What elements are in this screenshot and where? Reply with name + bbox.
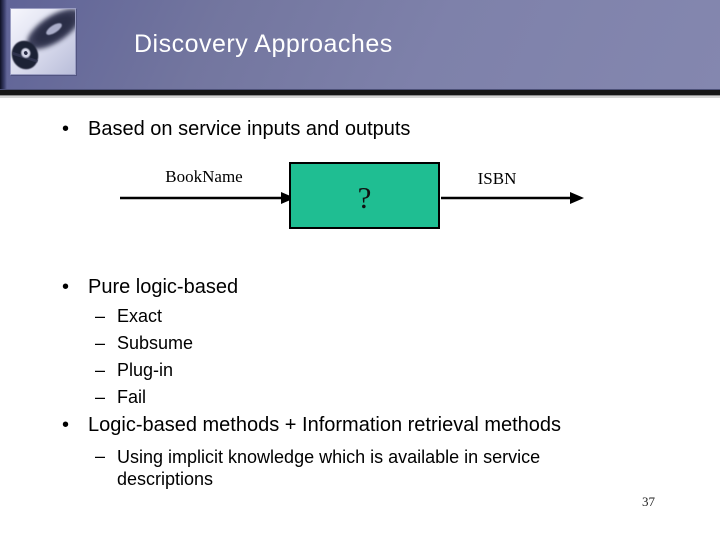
sub-bullet-plugin: – Plug-in <box>95 360 173 381</box>
bullet-item-logic-ir: • Logic-based methods + Information retr… <box>62 414 561 437</box>
dash-marker: – <box>95 446 106 466</box>
bullet-item-pure-logic: • Pure logic-based <box>62 276 238 299</box>
sub-bullet-fail: – Fail <box>95 387 146 408</box>
header-separator-highlight <box>0 96 720 98</box>
sub-bullet-text: Using implicit knowledge which is availa… <box>117 447 546 489</box>
dash-marker: – <box>95 360 106 380</box>
dash-marker: – <box>95 333 106 353</box>
bullet-marker: • <box>62 118 70 140</box>
diagram-arrows <box>120 192 584 204</box>
header-separator-line <box>0 89 720 90</box>
cd-discs-icon <box>11 9 75 70</box>
slide-header: Discovery Approaches <box>0 0 720 90</box>
bullet-marker: • <box>62 276 70 298</box>
diagram-input-label: BookName <box>165 167 243 186</box>
service-box-label: ? <box>357 179 372 215</box>
bullet-marker: • <box>62 414 70 436</box>
sub-bullet-text: Plug-in <box>117 360 174 380</box>
sub-bullet-text: Fail <box>117 387 147 407</box>
bullet-text: Based on service inputs and outputs <box>88 118 411 140</box>
header-left-edge <box>0 0 7 90</box>
input-arrow-icon <box>120 192 295 204</box>
header-separator-shadow <box>0 95 720 96</box>
header-separator-bar <box>0 90 720 95</box>
sub-bullet-exact: – Exact <box>95 306 162 327</box>
output-arrow-icon <box>441 192 584 204</box>
bullet-text: Logic-based methods + Information retrie… <box>88 414 562 436</box>
dash-marker: – <box>95 306 106 326</box>
dash-marker: – <box>95 387 106 407</box>
sub-bullet-text: Exact <box>117 306 163 326</box>
page-title: Discovery Approaches <box>134 30 393 58</box>
diagram-output-label: ISBN <box>477 169 517 188</box>
logo <box>10 8 76 75</box>
page-number: 37 <box>642 494 655 509</box>
sub-bullet-subsume: – Subsume <box>95 333 193 354</box>
sub-bullet-implicit-knowledge: – Using implicit knowledge which is avai… <box>95 446 572 490</box>
bullet-item-inputs-outputs: • Based on service inputs and outputs <box>62 118 410 141</box>
sub-bullet-text: Subsume <box>117 333 194 353</box>
service-box: ? <box>289 162 440 229</box>
bullet-text: Pure logic-based <box>88 276 239 298</box>
